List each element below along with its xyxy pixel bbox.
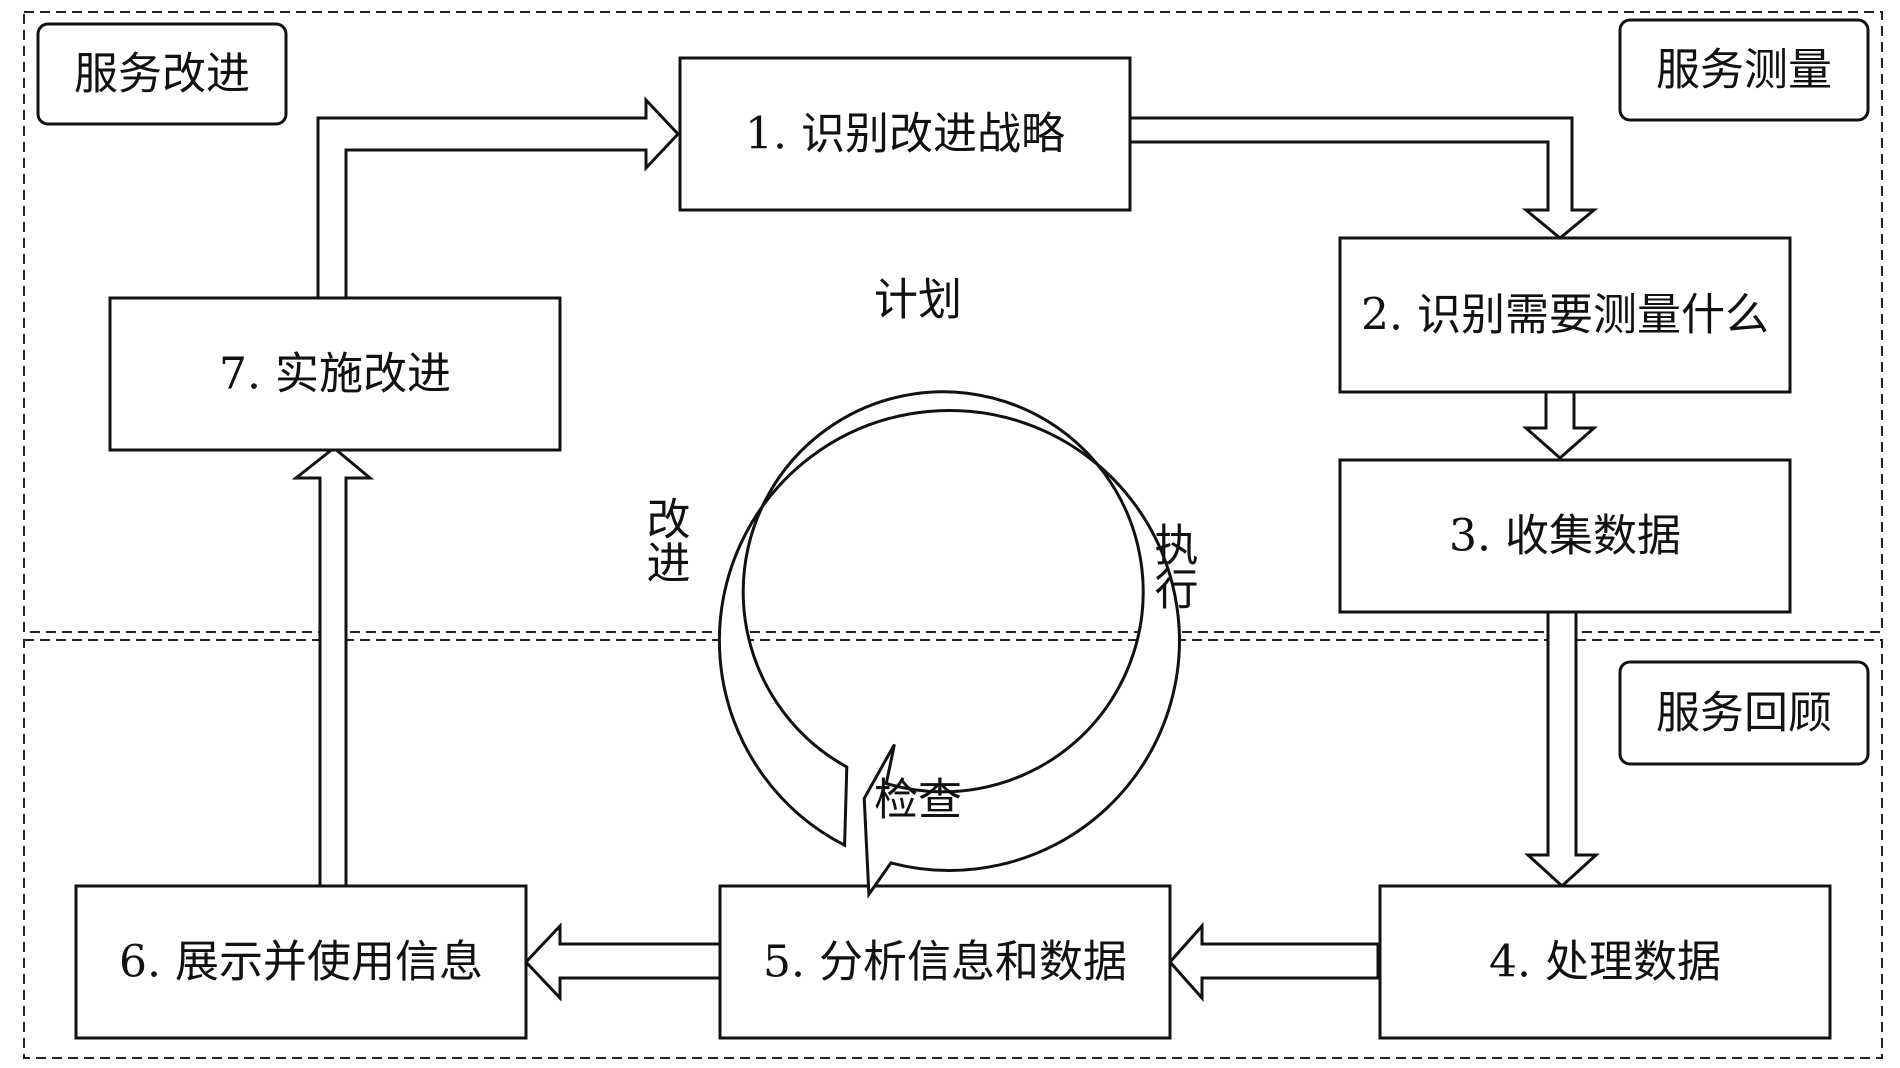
arrow-1-to-2: [1128, 116, 1599, 240]
cycle-label-check: 检查: [874, 775, 962, 826]
step-label-6: 6. 展示并使用信息: [119, 937, 483, 988]
pdca-cycle: 计划 检查 执行 改进: [639, 275, 1198, 899]
arrow-4-to-5: [1167, 922, 1380, 1002]
step-box-2: 2. 识别需要测量什么: [1338, 236, 1792, 394]
step-label-4: 4. 处理数据: [1489, 937, 1721, 988]
section-label-measurement: 服务测量: [1618, 18, 1870, 122]
lower-region-frame: [23, 639, 1883, 1059]
step-box-1: 1. 识别改进战略: [678, 56, 1132, 212]
step-box-4: 4. 处理数据: [1378, 884, 1832, 1040]
arrow-5-to-6: [523, 922, 722, 1002]
step-label-1: 1. 识别改进战略: [745, 109, 1065, 160]
section-label-improvement: 服务改进: [36, 22, 288, 126]
section-label-review: 服务回顾: [1618, 660, 1870, 766]
step-label-2: 2. 识别需要测量什么: [1361, 290, 1769, 341]
step-label-5: 5. 分析信息和数据: [763, 937, 1127, 988]
section-label-measurement-text: 服务测量: [1656, 45, 1832, 96]
region-frames: [23, 11, 1883, 1059]
step-label-3: 3. 收集数据: [1449, 511, 1681, 562]
arrow-6-to-7: [291, 446, 375, 888]
step-label-7: 7. 实施改进: [219, 349, 451, 400]
arrow-2-to-3: [1522, 390, 1598, 461]
cycle-label-plan: 计划: [874, 275, 962, 326]
arrow-3-to-4: [1524, 610, 1600, 889]
cycle-label-act: 改进: [639, 496, 690, 584]
pdca-ring: [717, 390, 1181, 899]
upper-region-frame: [23, 11, 1883, 633]
step-box-5: 5. 分析信息和数据: [718, 884, 1172, 1040]
step-box-3: 3. 收集数据: [1338, 458, 1792, 614]
step-box-6: 6. 展示并使用信息: [74, 884, 528, 1040]
section-label-improvement-text: 服务改进: [74, 49, 250, 100]
step-box-7: 7. 实施改进: [108, 296, 562, 452]
section-label-review-text: 服务回顾: [1656, 688, 1832, 739]
arrow-7-to-1: [316, 96, 681, 300]
cycle-label-do: 执行: [1147, 522, 1198, 610]
